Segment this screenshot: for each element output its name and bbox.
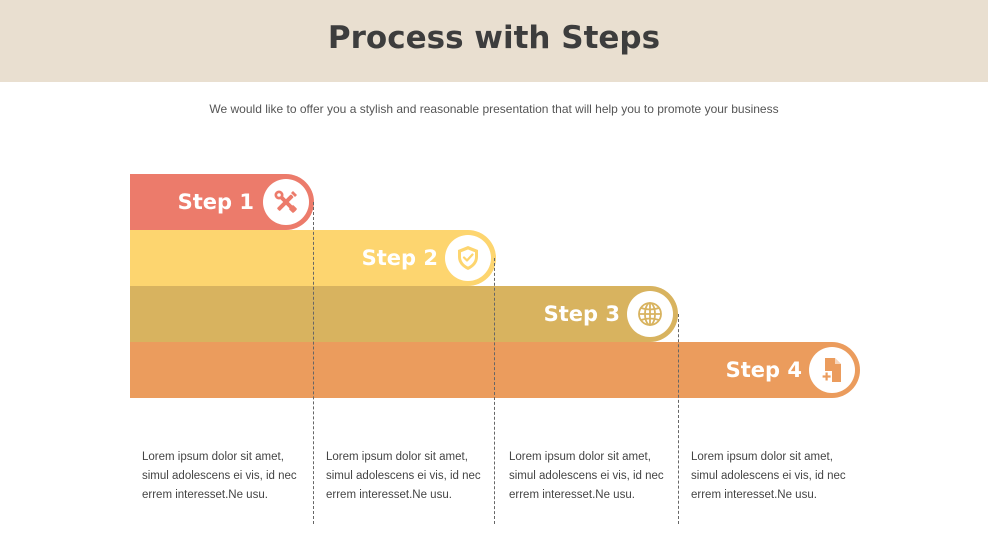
dashed-guide-1 <box>313 202 314 524</box>
globe-icon <box>638 302 662 326</box>
step-icon-badge-1 <box>263 179 309 225</box>
page-subtitle: We would like to offer you a stylish and… <box>209 102 779 116</box>
step-description-3: Lorem ipsum dolor sit amet, simul adoles… <box>509 451 664 501</box>
page-title: Process with Steps <box>327 20 661 56</box>
step-bar-4: Step 4 <box>130 342 860 398</box>
step-bar-1: Step 1 <box>130 174 314 230</box>
step-label-4: Step 4 <box>725 358 802 382</box>
step-description-2: Lorem ipsum dolor sit amet, simul adoles… <box>326 451 481 501</box>
shield-icon <box>458 246 478 270</box>
step-icon-badge-2 <box>445 235 491 281</box>
step-label-2: Step 2 <box>361 246 438 270</box>
document-add-icon <box>821 358 841 382</box>
step-icon-badge-3 <box>627 291 673 337</box>
dashed-guide-2 <box>494 258 495 524</box>
dashed-guide-3 <box>678 314 679 524</box>
step-description-4: Lorem ipsum dolor sit amet, simul adoles… <box>691 451 846 501</box>
step-label-3: Step 3 <box>543 302 620 326</box>
step-bar-3: Step 3 <box>130 286 678 342</box>
tools-icon <box>274 190 297 213</box>
step-icon-badge-4 <box>809 347 855 393</box>
step-label-1: Step 1 <box>177 190 254 214</box>
step-description-1: Lorem ipsum dolor sit amet, simul adoles… <box>142 451 297 501</box>
header-band <box>0 0 988 82</box>
